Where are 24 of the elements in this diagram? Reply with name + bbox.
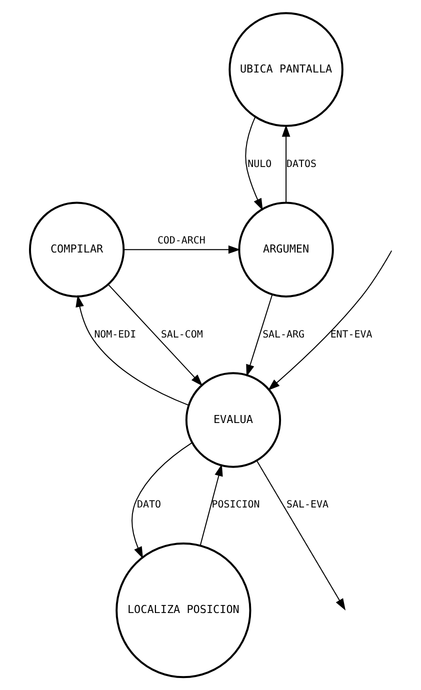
node-circle: ARGUMEN [238, 202, 334, 298]
edge-label: POSICION [211, 500, 260, 511]
arrow [75, 295, 189, 406]
edge-label: ENT-EVA [330, 329, 372, 340]
edge-label: SAL-COM [160, 329, 202, 340]
arrow [131, 442, 192, 559]
node-circle: UBICA PANTALLA [228, 12, 343, 127]
edge-label: COD-ARCH [156, 236, 205, 247]
edge-label: DATO [136, 500, 161, 511]
node-circle: LOCALIZA POSICION [115, 542, 251, 678]
edge-label: SAL-ARG [262, 329, 304, 340]
arrow [281, 124, 290, 204]
edge-label: DATOS [286, 158, 316, 170]
arrow [246, 294, 272, 377]
arrow [267, 250, 392, 390]
node-circle: COMPILAR [28, 202, 124, 298]
arrow [122, 245, 240, 254]
arrow [199, 464, 222, 546]
edge-label: NULO [247, 158, 272, 170]
arrow [256, 460, 346, 611]
arrow [244, 116, 262, 210]
edge-label: NOM-EDI [94, 329, 136, 340]
arrow [107, 284, 202, 386]
edge-label: SAL-EVA [286, 500, 328, 511]
